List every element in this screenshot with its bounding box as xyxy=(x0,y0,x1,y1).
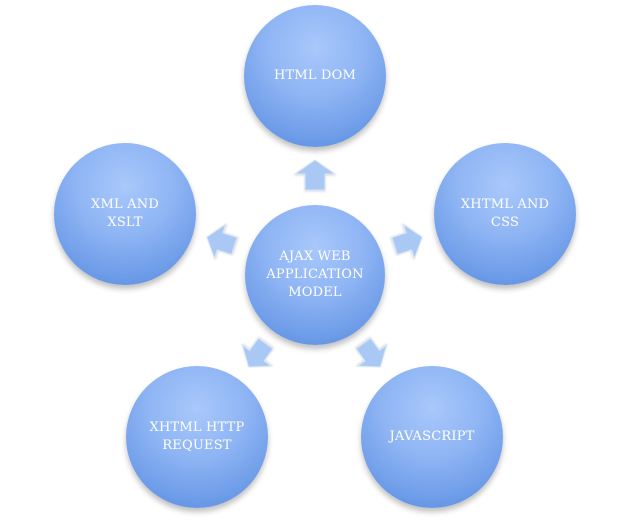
arrow-to-xml-and-xslt xyxy=(206,223,238,261)
node-javascript: JAVASCRIPT xyxy=(361,366,503,508)
node-xhtml-http-request-label: XHTML HTTP REQUEST xyxy=(149,420,245,453)
center-node-label: AJAX WEB APPLICATION MODEL xyxy=(266,249,364,300)
arrow-to-xhtml-http-request xyxy=(241,337,274,368)
node-xhtml-and-css-label: XHTML AND CSS xyxy=(460,197,550,230)
center-node: AJAX WEB APPLICATION MODEL xyxy=(245,205,385,345)
node-xhtml-http-request: XHTML HTTP REQUEST xyxy=(126,366,268,508)
arrow-to-javascript xyxy=(355,337,388,368)
node-javascript-label: JAVASCRIPT xyxy=(389,429,475,444)
node-xml-and-xslt-label: XML AND XSLT xyxy=(91,197,159,230)
node-xhtml-and-css: XHTML AND CSS xyxy=(434,143,576,285)
node-html-dom-label: HTML DOM xyxy=(273,68,357,83)
arrow-to-xhtml-and-css xyxy=(391,223,423,261)
node-xml-and-xslt: XML AND XSLT xyxy=(54,143,196,285)
node-html-dom: HTML DOM xyxy=(244,5,386,147)
arrow-to-html-dom xyxy=(293,159,337,191)
